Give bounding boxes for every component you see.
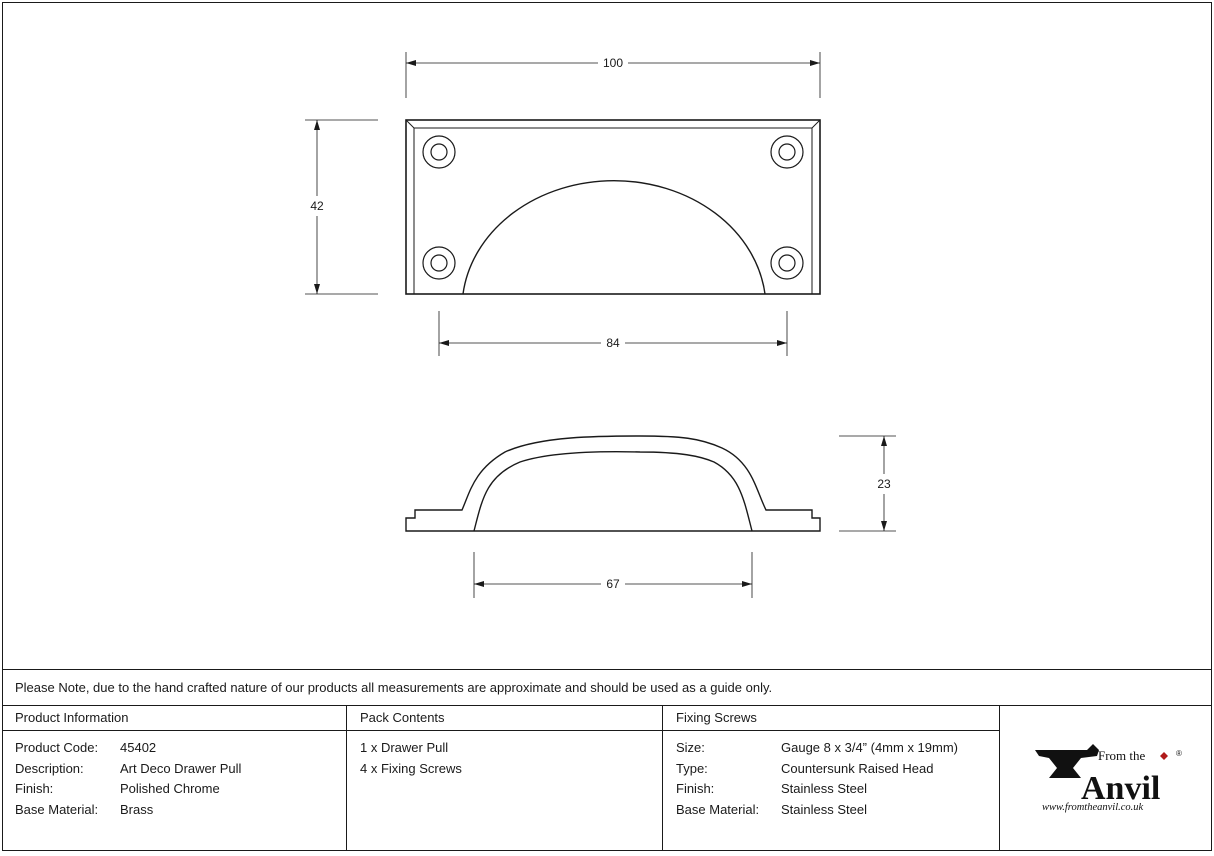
finish-row: Finish: Polished Chrome <box>15 781 346 802</box>
logo-brand: Anvil <box>1081 770 1160 807</box>
screw-hole <box>770 135 804 169</box>
pull-side-view <box>405 435 821 532</box>
pack-item: 4 x Fixing Screws <box>360 760 462 776</box>
brand-logo-cell: From the Anvil ® www.fromtheanvil.co.uk <box>999 706 1212 851</box>
finish-label: Finish: <box>15 781 54 796</box>
base-material-value: Brass <box>120 801 154 817</box>
logo-url: www.fromtheanvil.co.uk <box>1042 802 1144 813</box>
screw-hole <box>422 135 456 169</box>
dim-width: 100 <box>603 56 623 70</box>
screw-hole <box>770 246 804 280</box>
fixing-screws-panel: Fixing Screws Size: Gauge 8 x 3/4” (4mm … <box>663 706 1000 851</box>
screw-material-value: Stainless Steel <box>781 801 867 817</box>
logo-prefix: From the <box>1098 748 1146 763</box>
screw-type-value: Countersunk Raised Head <box>781 760 934 776</box>
screw-type-row: Type: Countersunk Raised Head <box>676 761 999 782</box>
registered-mark: ® <box>1176 749 1182 758</box>
description-row: Description: Art Deco Drawer Pull <box>15 761 346 782</box>
product-code-value: 45402 <box>120 740 157 755</box>
screw-material-label: Base Material: <box>676 801 760 817</box>
screw-material-row: Base Material: Stainless Steel <box>676 802 999 823</box>
product-code-row: Product Code: 45402 <box>15 740 346 761</box>
screw-size-label: Size: <box>676 740 705 755</box>
screw-type-label: Type: <box>676 760 708 776</box>
dim-hole-spacing: 84 <box>606 336 620 350</box>
base-material-label: Base Material: <box>15 801 99 817</box>
technical-drawing: 100 42 84 23 67 <box>305 52 896 598</box>
screw-hole <box>422 246 456 280</box>
pull-top-view <box>405 119 821 295</box>
description-label: Description: <box>15 760 84 776</box>
anvil-logo: From the Anvil ® www.fromtheanvil.co.uk <box>1035 744 1182 813</box>
screw-finish-row: Finish: Stainless Steel <box>676 781 999 802</box>
screw-size-row: Size: Gauge 8 x 3/4” (4mm x 19mm) <box>676 740 999 761</box>
description-value: Art Deco Drawer Pull <box>120 760 242 776</box>
dim-projection: 23 <box>877 477 891 491</box>
screw-finish-value: Stainless Steel <box>781 781 867 796</box>
product-code-label: Product Code: <box>15 740 99 755</box>
pack-item: 1 x Drawer Pull <box>360 740 449 755</box>
anvil-icon <box>1035 744 1099 778</box>
diamond-icon <box>1160 752 1168 760</box>
screw-finish-label: Finish: <box>676 781 715 796</box>
pack-contents-heading: Pack Contents <box>347 706 662 731</box>
product-info-panel: Product Information Product Code: 45402 … <box>2 706 347 851</box>
base-material-row: Base Material: Brass <box>15 802 346 823</box>
measurement-note: Please Note, due to the hand crafted nat… <box>2 669 1212 706</box>
screw-size-value: Gauge 8 x 3/4” (4mm x 19mm) <box>781 740 958 755</box>
dim-height: 42 <box>310 199 324 213</box>
fixing-screws-heading: Fixing Screws <box>663 706 999 731</box>
finish-value: Polished Chrome <box>120 781 220 796</box>
product-info-heading: Product Information <box>2 706 346 731</box>
dim-inner-span: 67 <box>606 577 620 591</box>
pack-contents-panel: Pack Contents 1 x Drawer Pull 4 x Fixing… <box>347 706 663 851</box>
